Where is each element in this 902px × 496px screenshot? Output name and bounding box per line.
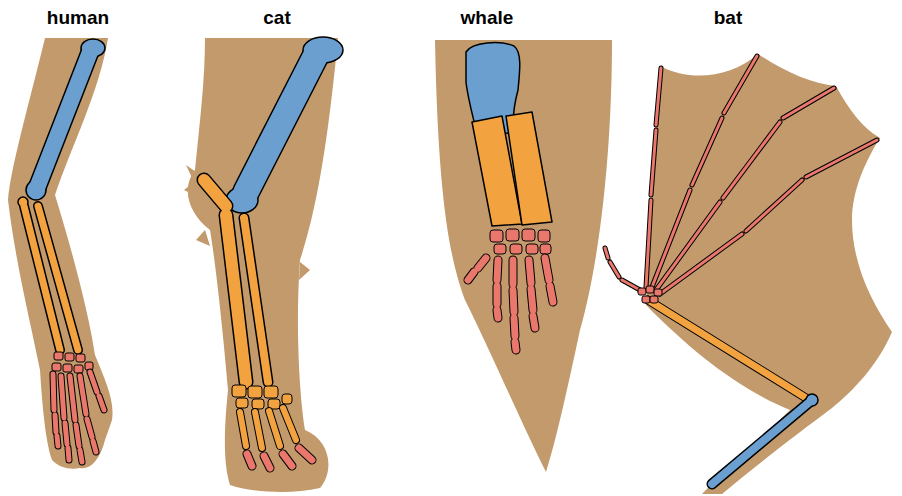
- forearm-outline: [204, 180, 246, 382]
- carpal-bone: [52, 363, 61, 371]
- limb-label: human: [47, 7, 109, 29]
- carpal-bone: [642, 296, 650, 303]
- forearm-outline: [24, 206, 78, 350]
- carpal-bone: [236, 398, 248, 408]
- digit-bone: [468, 258, 553, 350]
- wing-membrane: [646, 54, 892, 494]
- carpal-bone: [646, 286, 654, 293]
- digit-bone: [53, 372, 104, 462]
- finger-outline: [605, 56, 877, 294]
- forearm-bone: [244, 218, 268, 382]
- forearm-bone: [506, 112, 552, 225]
- carpal-bone: [282, 394, 292, 404]
- carpal-bone: [510, 244, 522, 254]
- metacarpal-outline: [240, 408, 296, 448]
- arm-skin: [8, 38, 113, 469]
- digit-outline: [468, 258, 553, 350]
- carpal-bone: [252, 399, 264, 409]
- carpal-bone: [490, 230, 503, 242]
- carpal-bone: [650, 296, 658, 303]
- limb-label: cat: [263, 7, 290, 29]
- carpal-bone: [654, 289, 662, 296]
- carpal-bone: [248, 386, 262, 398]
- flipper-skin: [435, 40, 612, 472]
- carpal-bone: [54, 352, 63, 360]
- humerus-outline: [712, 400, 812, 484]
- carpal-bone: [494, 244, 506, 254]
- carpal-bone: [76, 354, 85, 362]
- carpal-bone: [538, 230, 550, 242]
- carpal-bone: [74, 365, 83, 373]
- limb-label: whale: [461, 7, 514, 29]
- carpal-bone: [65, 353, 74, 361]
- limb-label: bat: [714, 7, 743, 29]
- digit-outline: [53, 372, 104, 462]
- metacarpal-bone: [240, 408, 296, 448]
- forearm-bone: [648, 300, 806, 398]
- forearm-bone: [24, 206, 78, 350]
- toe-outline: [247, 448, 312, 468]
- carpal-bone: [540, 244, 551, 254]
- leg-skin: [188, 38, 338, 492]
- carpal-bone: [63, 364, 72, 372]
- humerus-bone: [246, 55, 316, 192]
- humerus-bone: [712, 400, 812, 484]
- humerus-outline: [246, 55, 316, 192]
- carpal-bone: [506, 229, 519, 241]
- carpal-bone: [638, 288, 646, 295]
- forearm-bone: [204, 180, 246, 382]
- finger-bone: [605, 56, 877, 294]
- humerus-outline: [37, 52, 90, 188]
- humerus-bone: [37, 52, 90, 188]
- carpal-bone: [526, 244, 538, 254]
- carpal-bone: [522, 229, 535, 241]
- carpal-bone: [264, 386, 278, 398]
- toe-bone: [247, 448, 312, 468]
- carpal-bone: [232, 385, 246, 397]
- forearm-outline: [648, 300, 806, 398]
